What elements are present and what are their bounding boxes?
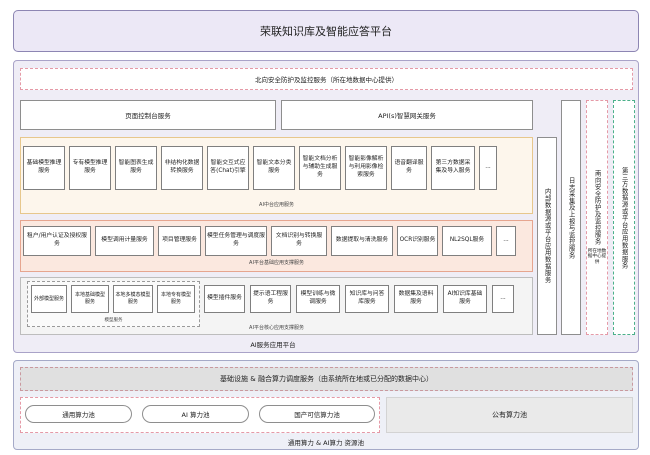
base-card: 项目管理服务: [158, 226, 201, 256]
platform-title-text: 荣联知识库及智能应答平台: [260, 25, 392, 38]
core-card: 提示语工程服务: [250, 285, 291, 313]
mid-card: 语音翻译服务: [391, 146, 427, 190]
core-card: 数据集及语料服务: [394, 285, 438, 313]
resource-pool-footer: 通用算力 & AI算力 资源池: [287, 439, 365, 447]
mid-card: 智能图表生成服务: [115, 146, 157, 190]
mid-card: 智能文本分类服务: [253, 146, 295, 190]
log-monitor-label: 日志采集及上报与监控服务: [567, 176, 575, 259]
model-card: 本地多模态模型服务: [113, 285, 153, 313]
base-card: 模型调用计量服务: [95, 226, 154, 256]
page-console-label: 页面控制台服务: [125, 112, 171, 120]
ai-compute-pool: AI 算力池: [142, 405, 249, 423]
internal-data-source-column: 内部数据源或平台应用数据服务: [537, 137, 557, 335]
page-console-service: 页面控制台服务: [20, 100, 276, 130]
mid-card: 智能影像解析与利用影像检索服务: [345, 146, 387, 190]
ai-middle-cards: 基础模型推理服务专有模型推理服务智能图表生成服务非结构化数据转换服务智能交互式应…: [23, 146, 531, 190]
mid-card: ...: [479, 146, 497, 190]
mid-card: 第三方数据采集及导入服务: [431, 146, 475, 190]
base-card: NL2SQL服务: [442, 226, 492, 256]
mid-card: 基础模型推理服务: [23, 146, 65, 190]
north-security-label: 北向安全防护及监控服务（所在地数据中心提供）: [255, 76, 398, 84]
ai-compute-pool-label: AI 算力池: [181, 411, 210, 419]
base-card: 数据提取与清洗服务: [331, 226, 393, 256]
domestic-compute-pool-label: 国产可信算力池: [294, 411, 340, 419]
internal-data-source-label: 内部数据源或平台应用数据服务: [543, 188, 551, 284]
south-security-column: 南向安全防护及监控服务 所在地数据中心提供: [586, 100, 608, 335]
core-card: 模型插件服务: [204, 285, 245, 313]
mid-card: 智能文档分析与辅助生成服务: [299, 146, 341, 190]
log-monitor-column: 日志采集及上报与监控服务: [561, 100, 581, 335]
third-party-data-column: 第三方数据源或平台应用数据服务: [613, 100, 635, 335]
third-party-data-label: 第三方数据源或平台应用数据服务: [620, 166, 628, 269]
ai-base-cards: 租户/用户认证及授权服务模型调用计量服务项目管理服务模型任务管理与调度服务文档识…: [23, 226, 531, 256]
ai-base-label: AI平台基础应用支撑服务: [249, 259, 304, 266]
domestic-compute-pool: 国产可信算力池: [259, 405, 375, 423]
general-compute-pool: 通用算力池: [25, 405, 132, 423]
north-security-bar: 北向安全防护及监控服务（所在地数据中心提供）: [20, 68, 633, 90]
platform-title: 荣联知识库及智能应答平台: [13, 10, 639, 52]
model-card: 外部模型服务: [31, 285, 67, 313]
model-service-cards: 外部模型服务本地基础模型服务本地多模态模型服务本地专有模型服务: [31, 285, 197, 313]
south-security-label: 南向安全防护及监控服务: [593, 169, 601, 245]
core-card: AI知识库基础服务: [443, 285, 487, 313]
ai-middle-label: AI中台应用服务: [259, 201, 294, 208]
base-card: 文档识别与转换服务: [271, 226, 327, 256]
infrastructure-scheduling-bar: 基础设施 & 融合算力调度服务（由系统所在地或已分配的数据中心）: [20, 367, 633, 391]
api-gateway-service: API(s)智慧网关服务: [281, 100, 533, 130]
public-compute-pool: 公有算力池: [386, 397, 633, 433]
infrastructure-scheduling-label: 基础设施 & 融合算力调度服务（由系统所在地或已分配的数据中心）: [220, 375, 433, 383]
model-service-label: 模型服务: [104, 317, 123, 323]
core-card: 模型训练与微调服务: [296, 285, 340, 313]
api-gateway-label: API(s)智慧网关服务: [378, 112, 436, 120]
ai-core-label: AI平台核心应用支撑服务: [249, 324, 304, 331]
mid-card: 智能交互式应答(Chat)引擎: [207, 146, 249, 190]
ai-platform-label: AI服务应用平台: [250, 341, 296, 349]
core-card: 知识库与问答库服务: [345, 285, 389, 313]
mid-card: 专有模型推理服务: [69, 146, 111, 190]
base-card: 模型任务管理与调度服务: [205, 226, 267, 256]
mid-card: 非结构化数据转换服务: [161, 146, 203, 190]
general-compute-pool-label: 通用算力池: [62, 411, 95, 419]
public-compute-pool-label: 公有算力池: [492, 411, 527, 419]
model-card: 本地专有模型服务: [157, 285, 195, 313]
model-card: 本地基础模型服务: [71, 285, 109, 313]
base-card: OCR识别服务: [397, 226, 438, 256]
south-security-note: 所在地数据中心提供: [587, 248, 607, 265]
base-card: 租户/用户认证及授权服务: [23, 226, 91, 256]
base-card: ...: [496, 226, 516, 256]
core-card: ...: [492, 285, 514, 313]
